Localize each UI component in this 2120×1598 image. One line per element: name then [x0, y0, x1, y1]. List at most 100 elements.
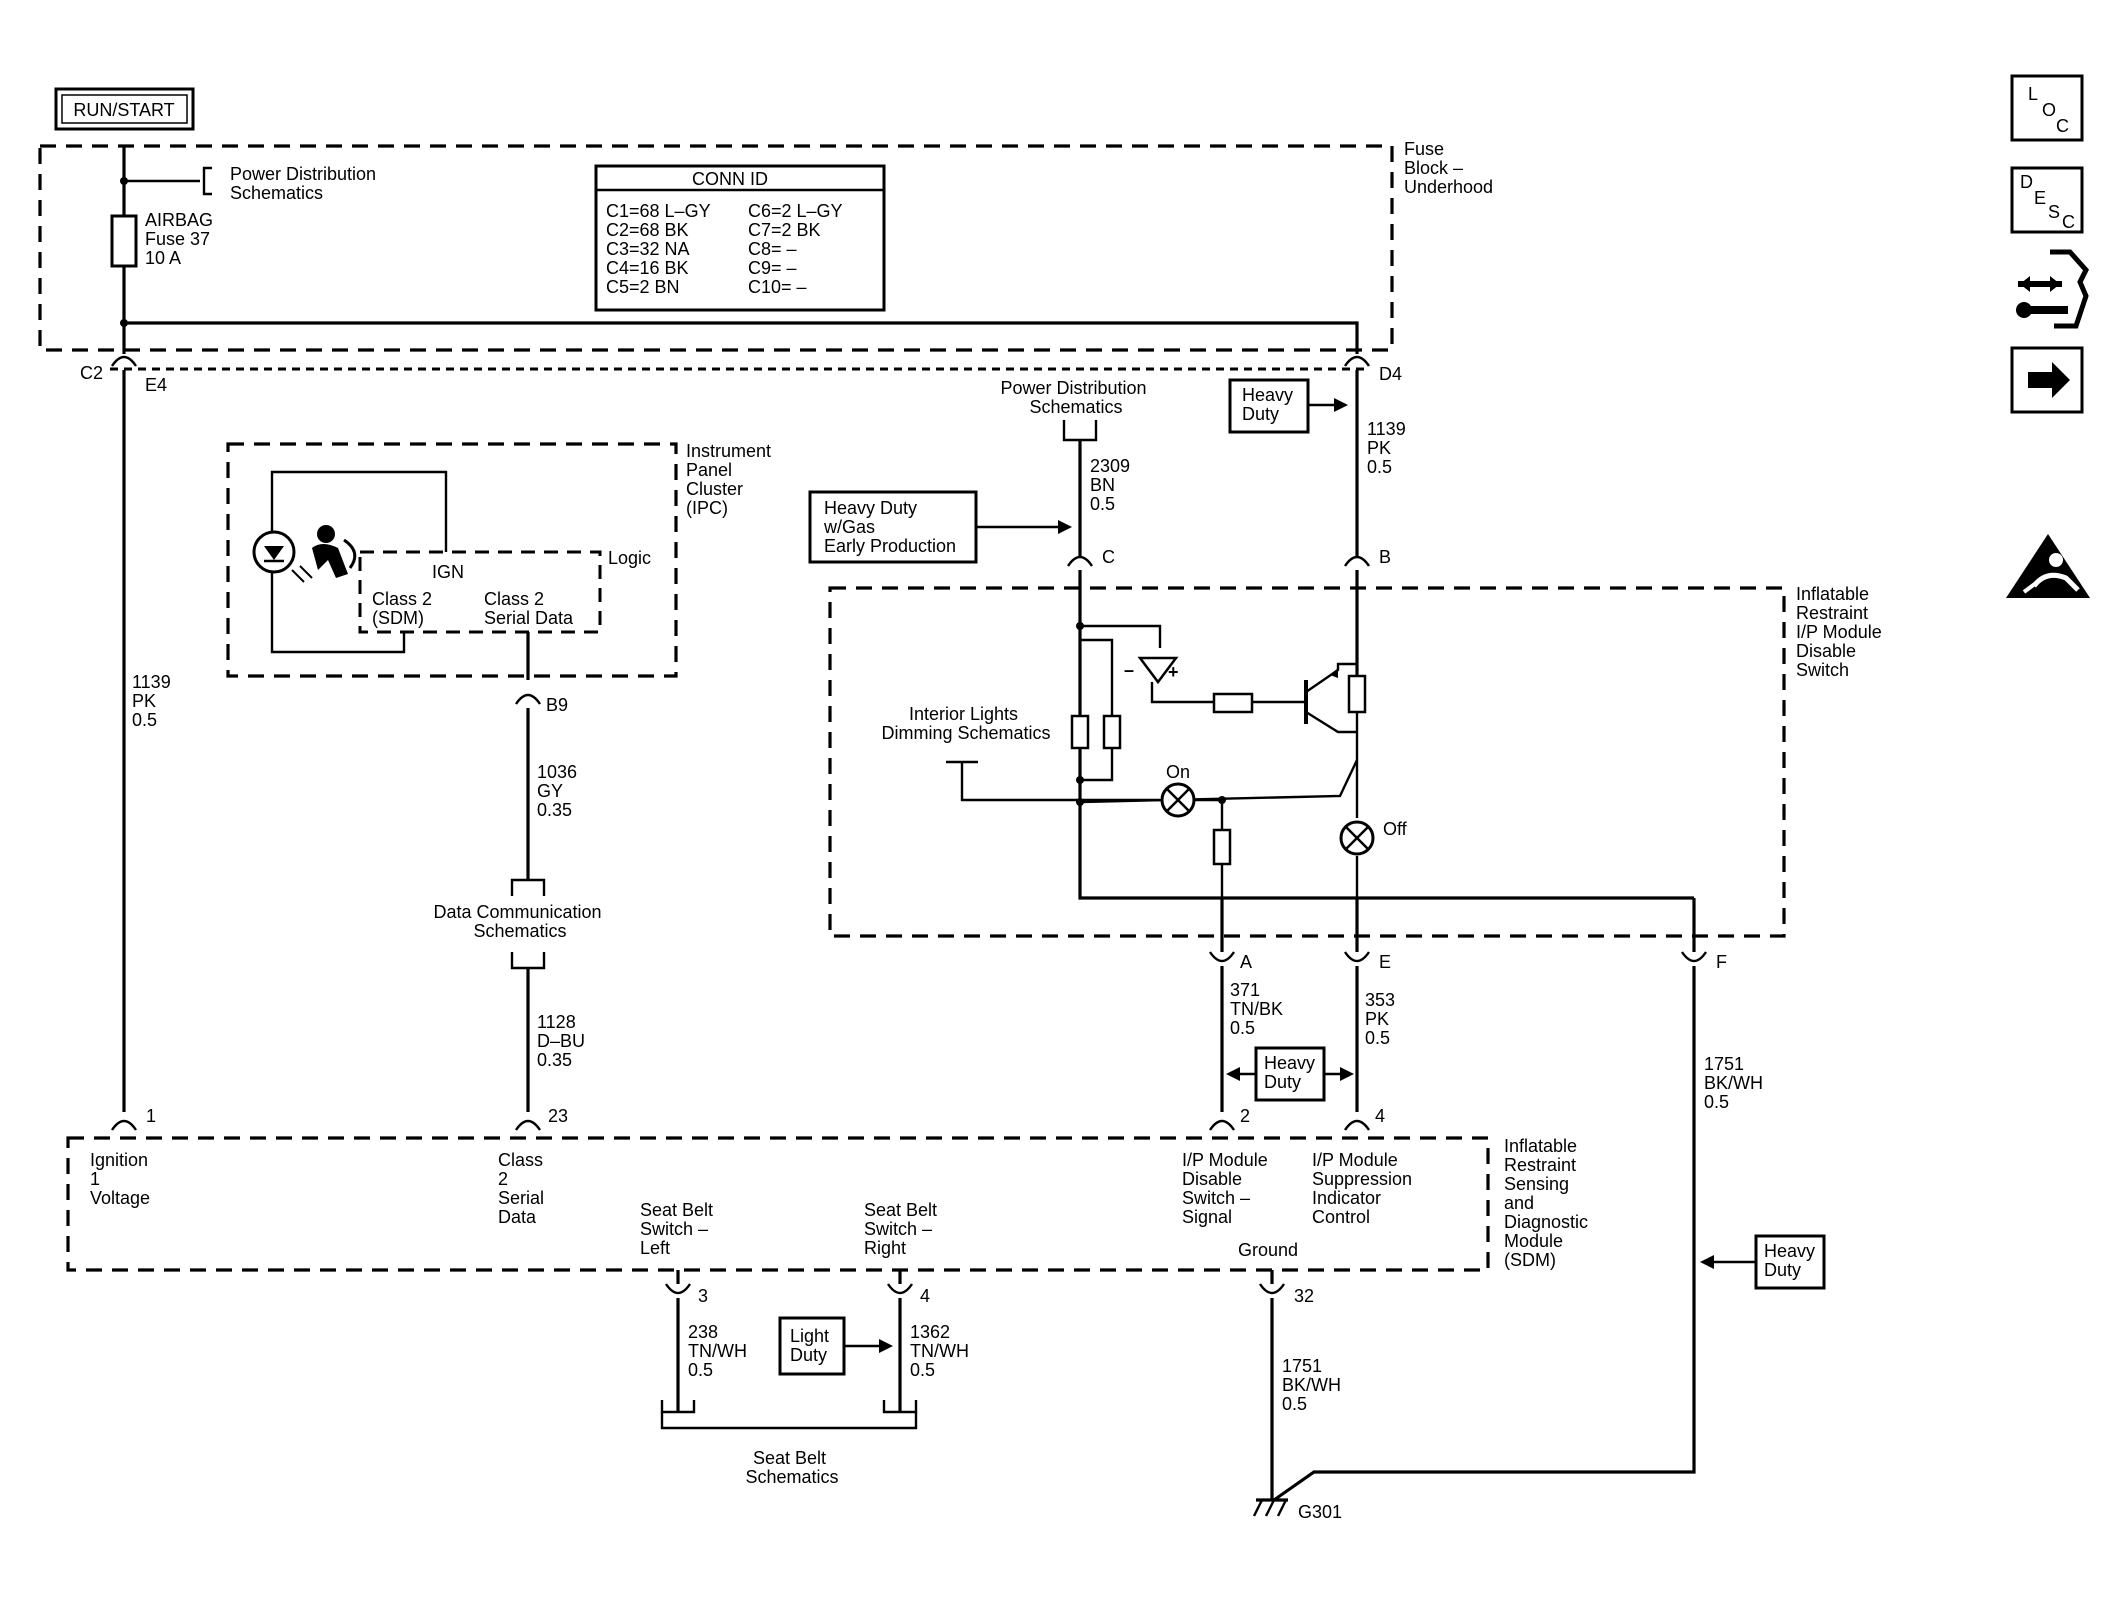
- arrow-icon: [1334, 398, 1348, 412]
- sdm-pin-4-symbol: [1344, 1119, 1370, 1131]
- connector-e-symbol: [1344, 951, 1370, 963]
- airbag-fuse-symbol: [110, 214, 138, 268]
- conn-id-left-column: C1=68 L–GY C2=68 BK C3=32 NA C4=16 BK C5…: [606, 201, 715, 297]
- sdm-name: Inflatable Restraint Sensing and Diagnos…: [1504, 1136, 1593, 1270]
- svg-text:C: C: [2056, 116, 2069, 136]
- connector-e-label: E: [1379, 952, 1391, 972]
- connector-e4-symbol: [111, 355, 137, 367]
- disable-switch-name: Inflatable Restraint I/P Module Disable …: [1796, 584, 1887, 680]
- seatbelt-bracket-right: [882, 1400, 918, 1414]
- connector-d4-label: D4: [1379, 364, 1402, 384]
- svg-text:Heavy Duty: Heavy Duty: [1764, 1241, 1820, 1280]
- wire-2309-label: 2309 BN 0.5: [1090, 456, 1135, 514]
- fuse-block-outline: [38, 144, 1394, 352]
- wire-1751-right-label: 1751 BK/WH 0.5: [1704, 1054, 1768, 1112]
- light-duty-box: Light Duty: [778, 1316, 846, 1376]
- connector-f-label: F: [1716, 952, 1727, 972]
- ipc-class2-sdm-label: Class 2 (SDM): [372, 589, 437, 628]
- connector-c-label: C: [1102, 547, 1115, 567]
- seatbelt-bracket-left: [660, 1400, 696, 1414]
- ipc-name: Instrument Panel Cluster (IPC): [686, 441, 776, 518]
- sdm-pin-32-symbol: [1259, 1283, 1285, 1295]
- connector-f-symbol: [1681, 951, 1707, 963]
- wire-238-label: 238 TN/WH 0.5: [688, 1322, 752, 1380]
- sdm-pin-4-label: 4: [1375, 1106, 1385, 1126]
- sdm-pin-1-label: 1: [146, 1106, 156, 1126]
- sdm-ignition-label: Ignition 1 Voltage: [90, 1150, 153, 1208]
- wire-371-label: 371 TN/BK 0.5: [1230, 980, 1288, 1038]
- svg-text:C: C: [2062, 212, 2075, 232]
- seatbelt-schematics-bracket: [660, 1412, 918, 1430]
- svg-text:Heavy Duty: Heavy Duty: [1242, 385, 1298, 424]
- airbag-fuse-label: AIRBAG Fuse 37 10 A: [145, 210, 218, 268]
- svg-text:Light Duty: Light Duty: [790, 1326, 834, 1365]
- connector-a-symbol: [1209, 951, 1235, 963]
- connector-b9-symbol: [515, 693, 541, 705]
- sdm-pin-1-symbol: [111, 1119, 137, 1131]
- wire-1751-right: [1273, 966, 1696, 1502]
- loc-nav-button[interactable]: L O C: [2010, 74, 2084, 142]
- run-start-box: RUN/START: [54, 87, 195, 131]
- sdm-seatbelt-left-label: Seat Belt Switch – Left: [640, 1200, 718, 1258]
- arrow-icon: [879, 1339, 893, 1353]
- connector-b9-label: B9: [546, 695, 568, 715]
- svg-text:Heavy Duty w/Gas E: Heavy Duty w/Gas Early Production: [823, 498, 956, 556]
- sdm-pin-3-label: 3: [698, 1286, 708, 1306]
- ipc-class2-serial-label: Class 2 Serial Data: [484, 589, 574, 628]
- ipc-outline: [226, 442, 678, 678]
- fuse-to-d4-wire: [124, 321, 1359, 354]
- svg-text:L: L: [2028, 84, 2038, 104]
- conn-id-table: CONN ID C1=68 L–GY C2=68 BK C3=32 NA C4=…: [594, 164, 886, 312]
- svg-text:–: –: [1124, 660, 1134, 680]
- wire-1751-ground-label: 1751 BK/WH 0.5: [1282, 1356, 1346, 1414]
- ipc-logic-label: Logic: [608, 548, 651, 568]
- heavy-duty-right-box: Heavy Duty: [1754, 1234, 1826, 1290]
- power-dist-mid-label: Power Distribution Schematics: [1000, 378, 1151, 417]
- arrow-icon: [1700, 1255, 1714, 1269]
- sdm-ground-label: Ground: [1238, 1240, 1298, 1260]
- arrow-icon: [1340, 1067, 1354, 1081]
- sdm-pin-32-label: 32: [1294, 1286, 1314, 1306]
- connector-b-symbol: [1344, 555, 1370, 567]
- connector-b-label: B: [1379, 547, 1391, 567]
- wire-353-label: 353 PK 0.5: [1365, 990, 1400, 1048]
- connector-d4-symbol: [1344, 355, 1370, 367]
- sdm-pin-4b-symbol: [887, 1283, 913, 1295]
- airbag-warning-icon[interactable]: [2006, 534, 2090, 598]
- arrow-icon: [1226, 1067, 1240, 1081]
- svg-text:O: O: [2042, 100, 2056, 120]
- wire-1139-left-label: 1139 PK 0.5: [132, 672, 176, 730]
- wire-1362-label: 1362 TN/WH 0.5: [910, 1322, 974, 1380]
- sdm-class2-label: Class 2 Serial Data: [498, 1150, 549, 1227]
- data-comm-bracket-bottom: [510, 952, 546, 970]
- wire-1128-label: 1128 D–BU 0.35: [537, 1012, 590, 1070]
- sdm-pin-2-label: 2: [1240, 1106, 1250, 1126]
- connector-c2-label: C2: [80, 363, 103, 383]
- ground-label: G301: [1298, 1502, 1342, 1522]
- conn-id-title: CONN ID: [692, 169, 768, 189]
- next-page-button[interactable]: [2010, 346, 2084, 414]
- power-dist-bracket: [202, 166, 212, 196]
- desc-nav-button[interactable]: D E S C: [2010, 166, 2084, 234]
- wire-1036-label: 1036 GY 0.35: [537, 762, 582, 820]
- connector-e4-label: E4: [145, 375, 167, 395]
- sdm-pin-23-symbol: [515, 1119, 541, 1131]
- wire-1139-right-label: 1139 PK 0.5: [1367, 419, 1411, 477]
- data-comm-bracket-top: [510, 878, 546, 896]
- svg-text:E: E: [2034, 188, 2046, 208]
- interior-lights-label: Interior Lights Dimming Schematics: [881, 704, 1050, 743]
- svg-text:Heavy Duty: Heavy Duty: [1264, 1053, 1320, 1092]
- svg-text:+: +: [1168, 662, 1179, 682]
- ground-symbol-icon: [1252, 1498, 1288, 1517]
- heavy-duty-mid-box: Heavy Duty: [1254, 1046, 1326, 1102]
- svg-text:D: D: [2020, 172, 2033, 192]
- right-arrow-icon: [2028, 362, 2070, 398]
- connector-view-icon[interactable]: [2016, 249, 2089, 329]
- power-dist-top-label: Power Distribution Schematics: [230, 164, 381, 203]
- seat-belt-schematics-label: Seat Belt Schematics: [745, 1448, 838, 1487]
- ipc-logic-box: [358, 550, 602, 634]
- airbag-indicator-icon: [252, 525, 357, 583]
- fuse-block-name: Fuse Block – Underhood: [1404, 139, 1493, 197]
- ipc-ign-label: IGN: [432, 562, 464, 582]
